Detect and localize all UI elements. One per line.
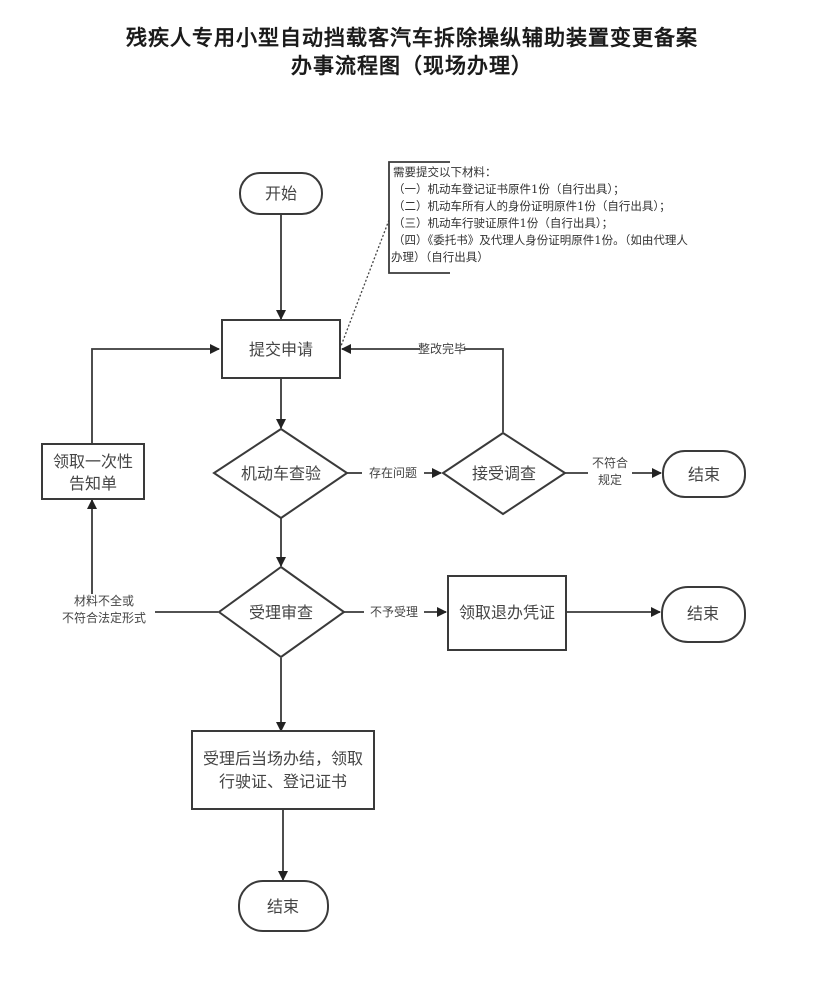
materials-note: 需要提交以下材料： （一）机动车登记证书原件1份（自行出具）； （二）机动车所有… (388, 161, 688, 274)
note-line-4: （四）《委托书》及代理人身份证明原件1份。（如由代理人 (393, 233, 688, 247)
edge-label-not-accepted: 不予受理 (370, 605, 418, 619)
note-bracket (388, 161, 450, 274)
note-line-2: （二）机动车所有人的身份证明原件1份（自行出具）； (393, 199, 671, 213)
edge-label-rectified: 整改完毕 (418, 341, 466, 356)
note-line-5: 办理）（自行出具） (391, 250, 489, 264)
diagram-title-line2: 办事流程图（现场办理） (291, 54, 533, 78)
node-notice-label-line2: 告知单 (69, 474, 117, 493)
node-investigate-label: 接受调查 (472, 464, 536, 483)
edge-label-not-compliant-line1: 不符合 (592, 455, 628, 470)
node-notice[interactable]: 领取一次性 告知单 (41, 443, 145, 500)
node-complete[interactable]: 受理后当场办结，领取 行驶证、登记证书 (191, 730, 375, 810)
node-end-final[interactable]: 结束 (238, 880, 329, 932)
node-submit[interactable]: 提交申请 (221, 319, 341, 379)
node-end-withdraw[interactable]: 结束 (661, 586, 746, 643)
edge-label-not-compliant-line2: 规定 (598, 472, 622, 487)
edge-investigate-up (462, 348, 504, 432)
node-end-final-label: 结束 (267, 897, 299, 916)
node-review[interactable]: 受理审查 (217, 565, 346, 659)
edge-label-incomplete-line1: 材料不全或 (74, 593, 134, 608)
node-withdraw[interactable]: 领取退办凭证 (447, 575, 567, 651)
node-start[interactable]: 开始 (239, 172, 323, 215)
edge-notice-to-submit (91, 344, 220, 444)
node-inspect[interactable]: 机动车查验 (212, 427, 349, 520)
node-inspect-label: 机动车查验 (241, 464, 321, 483)
node-end-withdraw-label: 结束 (687, 604, 719, 623)
note-line-3: （三）机动车行驶证原件1份（自行出具）； (393, 216, 613, 230)
diagram-title-line1: 残疾人专用小型自动挡载客汽车拆除操纵辅助装置变更备案 (126, 26, 698, 50)
node-complete-label-line2: 行驶证、登记证书 (219, 772, 347, 791)
node-start-label: 开始 (265, 184, 297, 203)
node-withdraw-label: 领取退办凭证 (459, 603, 555, 622)
note-line-0: 需要提交以下材料： (393, 165, 497, 179)
node-review-label: 受理审查 (249, 603, 313, 622)
node-complete-label-line1: 受理后当场办结，领取 (203, 749, 363, 768)
note-leader-line (340, 219, 390, 347)
node-submit-label: 提交申请 (249, 340, 313, 359)
node-end-investigate-label: 结束 (688, 465, 720, 484)
note-line-1: （一）机动车登记证书原件1份（自行出具）； (393, 182, 625, 196)
edge-label-has-issue: 存在问题 (369, 466, 417, 480)
node-notice-label-line1: 领取一次性 (53, 452, 133, 471)
edge-label-incomplete-line2: 不符合法定形式 (62, 610, 146, 625)
node-end-investigate[interactable]: 结束 (662, 450, 746, 498)
node-investigate[interactable]: 接受调查 (441, 431, 567, 516)
